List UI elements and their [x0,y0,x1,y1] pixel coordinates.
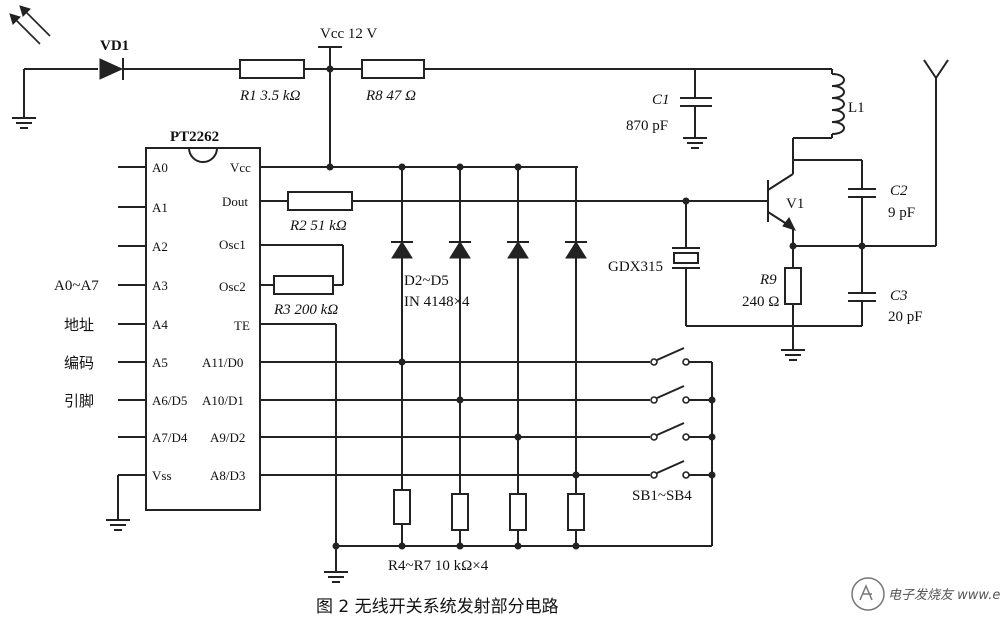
r1-resistor [239,59,305,79]
pin-a3: A3 [152,278,168,293]
r2-resistor [287,191,353,211]
crystal-label: GDX315 [608,259,663,275]
ground-symbol-te [324,571,348,583]
c2-name: C2 [890,183,908,199]
pin-a9-d2: A9/D2 [210,430,245,445]
vcc-supply-label: Vcc 12 V [320,26,377,42]
c1-name: C1 [652,92,670,108]
pin-a5: A5 [152,355,168,370]
r8-resistor [361,59,425,79]
c1-capacitor [680,69,712,149]
watermark-logo [851,577,885,611]
pin-note-range: A0~A7 [54,278,99,294]
c2-value: 9 pF [888,205,915,221]
vd1-diode [99,58,124,80]
pin-vcc: Vcc [230,160,251,175]
watermark-text: 电子发烧友 www.elecfans.com [888,588,1000,603]
oscillator-wiring [789,159,936,326]
pin-a1: A1 [152,200,168,215]
gdx315-crystal [672,201,862,327]
pin-note-line2: 编码 [64,355,94,372]
chip-left-pin-stubs [106,166,146,531]
pin-a10-d1: A10/D1 [202,393,244,408]
r4-r7-label: R4~R7 10 kΩ×4 [388,558,489,574]
ground-symbol-vd1 [12,117,36,129]
r1-label: R1 3.5 kΩ [239,88,301,104]
light-arrows [9,5,51,45]
pin-a4: A4 [152,317,168,332]
antenna-symbol [923,59,949,246]
r9-name: R9 [759,272,777,288]
pin-a8-d3: A8/D3 [210,468,245,483]
pin-a6-d5: A6/D5 [152,393,187,408]
v1-label: V1 [786,196,804,212]
pin-vss: Vss [152,468,172,483]
r9-resistor [781,267,805,361]
diodes-name: D2~D5 [404,273,449,289]
pin-a0: A0 [152,160,168,175]
switches-label: SB1~SB4 [632,488,692,504]
vd1-label: VD1 [100,38,129,54]
d2-d5-diodes [391,241,587,259]
pt2262-chip [145,147,261,511]
r2-label: R2 51 kΩ [289,218,347,234]
r4-r7-resistors [393,489,585,531]
sb1-sb4-switches [650,347,712,479]
pin-te: TE [234,318,250,333]
pin-a7-d4: A7/D4 [152,430,188,445]
r8-label: R8 47 Ω [365,88,416,104]
figure-caption: 图 2 无线开关系统发射部分电路 [316,597,559,617]
pin-dout: Dout [222,194,248,209]
pin-note-line1: 地址 [64,317,94,334]
junction-dot [326,65,334,73]
l1-label: L1 [848,100,865,116]
r3-label: R3 200 kΩ [273,302,338,318]
junction-dots [326,163,716,550]
chip-name: PT2262 [170,129,219,145]
chip-right-wiring [260,166,758,572]
r3-resistor [273,275,334,295]
l1-inductor [792,73,845,160]
c1-value: 870 pF [626,118,668,134]
c3-value: 20 pF [888,309,923,325]
pin-osc1: Osc1 [219,237,246,252]
diodes-value: IN 4148×4 [404,294,470,310]
r9-value: 240 Ω [742,294,779,310]
pin-note-line3: 引脚 [64,393,94,410]
c3-name: C3 [890,288,908,304]
pin-a2: A2 [152,239,168,254]
v1-transistor [758,160,796,268]
pin-osc2: Osc2 [219,279,246,294]
pin-a11-d0: A11/D0 [202,355,243,370]
